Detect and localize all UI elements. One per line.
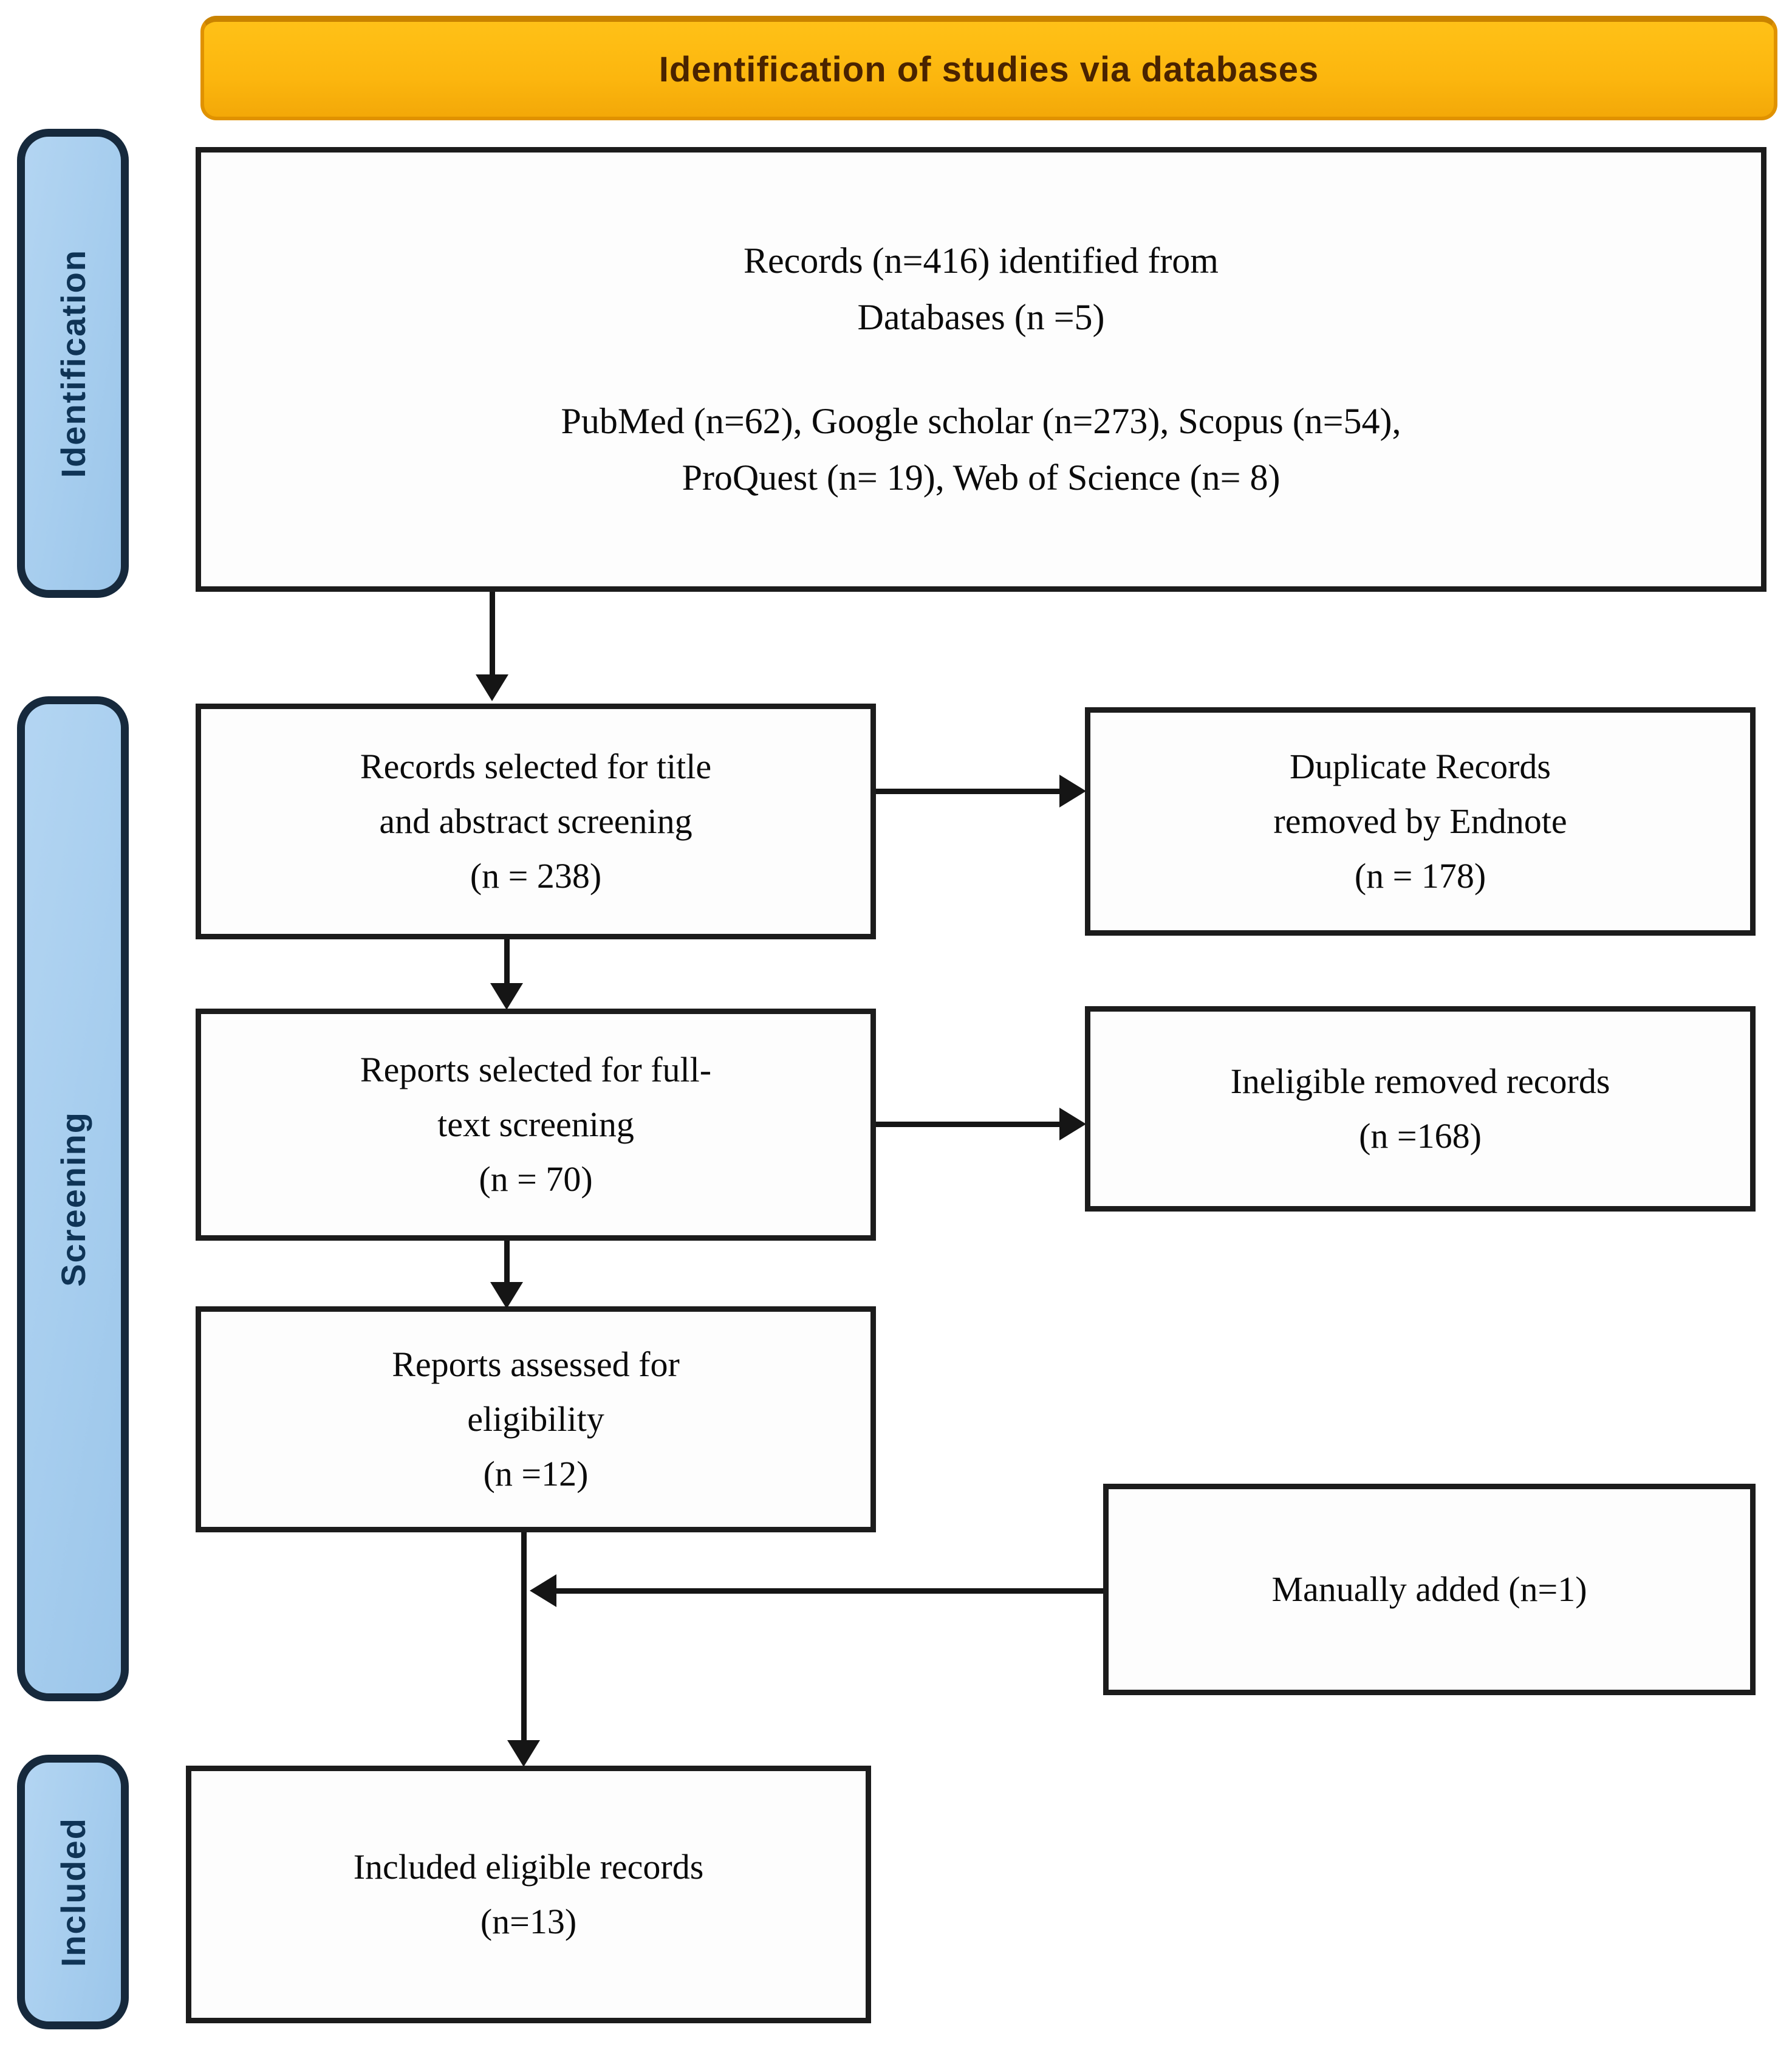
arrowhead-fulltext-to-ineligible — [1059, 1108, 1086, 1140]
stage-pill-screening-label: Screening — [53, 1111, 92, 1287]
arrow-fulltext-to-ineligible — [876, 1122, 1059, 1127]
arrow-fulltext-to-eligibility — [504, 1241, 510, 1282]
header-banner-label: Identification of studies via databases — [658, 49, 1319, 89]
arrowhead-identified-to-title-abstract — [476, 674, 508, 701]
arrowhead-title-abstract-to-fulltext — [490, 983, 523, 1010]
arrow-identified-to-title-abstract — [490, 592, 495, 674]
arrow-title-abstract-to-duplicates — [876, 789, 1059, 794]
box-assessed-eligibility: Reports assessed for eligibility (n =12) — [196, 1306, 876, 1532]
stage-pill-identification-label: Identification — [53, 249, 92, 478]
arrow-manually-added-to-flow — [556, 1588, 1103, 1594]
box-manually-added: Manually added (n=1) — [1103, 1484, 1756, 1695]
box-records-identified: Records (n=416) identified from Database… — [196, 147, 1766, 592]
stage-pill-included-label: Included — [53, 1817, 92, 1967]
arrow-title-abstract-to-fulltext — [504, 939, 510, 983]
arrowhead-title-abstract-to-duplicates — [1059, 775, 1086, 807]
records-identified-sources: PubMed (n=62), Google scholar (n=273), S… — [561, 401, 1401, 498]
stage-pill-screening: Screening — [17, 696, 129, 1701]
ineligible-removed-text: Ineligible removed records (n =168) — [1230, 1061, 1610, 1156]
box-included-records: Included eligible records (n=13) — [186, 1766, 871, 2023]
full-text-screening-text: Reports selected for full- text screenin… — [360, 1050, 712, 1199]
header-banner: Identification of studies via databases — [200, 16, 1777, 120]
records-identified-summary: Records (n=416) identified from Database… — [744, 241, 1219, 337]
stage-pill-identification: Identification — [17, 129, 129, 598]
duplicates-removed-text: Duplicate Records removed by Endnote (n … — [1273, 747, 1567, 896]
arrowhead-fulltext-to-eligibility — [490, 1282, 523, 1309]
title-abstract-screening-text: Records selected for title and abstract … — [360, 747, 712, 896]
stage-pill-included: Included — [17, 1755, 129, 2029]
box-ineligible-removed: Ineligible removed records (n =168) — [1085, 1006, 1756, 1212]
box-title-abstract-screening: Records selected for title and abstract … — [196, 704, 876, 939]
included-records-text: Included eligible records (n=13) — [353, 1847, 704, 1941]
manually-added-text: Manually added (n=1) — [1271, 1569, 1587, 1609]
box-full-text-screening: Reports selected for full- text screenin… — [196, 1009, 876, 1241]
box-duplicates-removed: Duplicate Records removed by Endnote (n … — [1085, 707, 1756, 936]
arrowhead-eligibility-to-included — [507, 1740, 540, 1767]
arrowhead-manually-added-to-flow — [530, 1574, 556, 1607]
assessed-eligibility-text: Reports assessed for eligibility (n =12) — [392, 1345, 680, 1493]
arrow-eligibility-to-included — [521, 1532, 527, 1740]
